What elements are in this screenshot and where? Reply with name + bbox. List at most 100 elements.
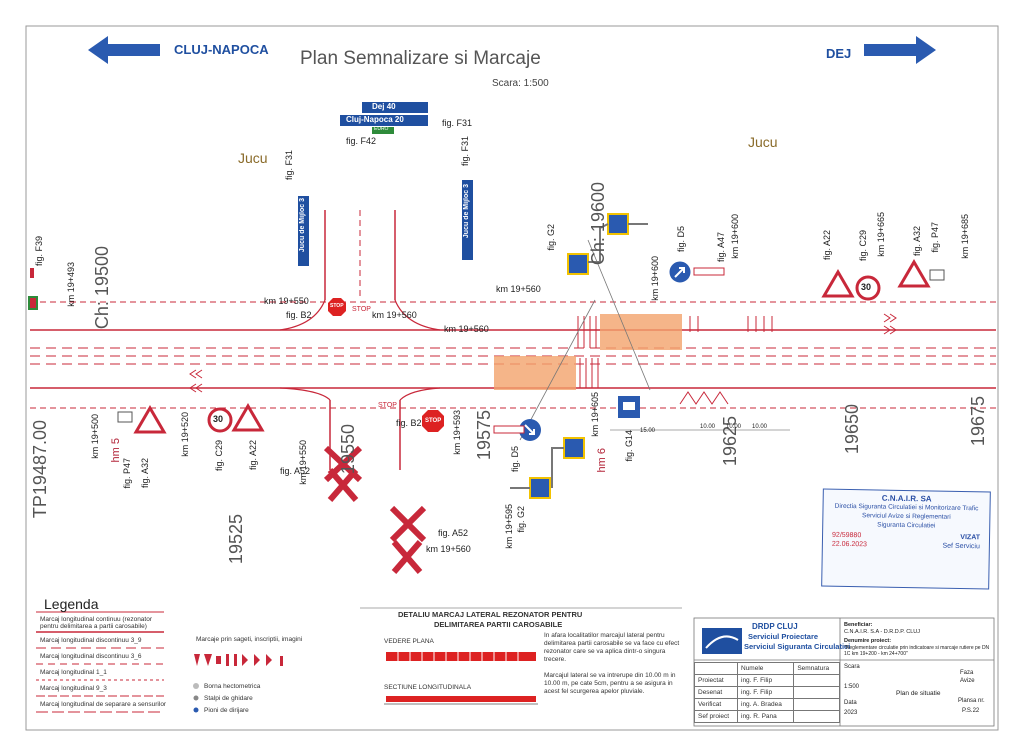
label-km19560b: km 19+560 bbox=[444, 324, 489, 334]
sign-dej-text: Dej 40 bbox=[372, 102, 396, 111]
detail-text-2: Marcajul lateral se va intrerupe din 10.… bbox=[544, 672, 676, 695]
detail-plan: VEDERE PLANA bbox=[384, 638, 434, 645]
label-f31b: fig. F31 bbox=[284, 150, 294, 181]
stop-marking-north: STOP bbox=[352, 306, 371, 313]
col-nume: Numele bbox=[736, 662, 795, 675]
dim-15: 15.00 bbox=[640, 428, 656, 434]
label-c29a: fig. C29 bbox=[858, 230, 868, 262]
label-a32b: fig. A32 bbox=[140, 458, 150, 489]
org-dept-1: Serviciul Proiectare bbox=[748, 632, 819, 641]
stamp-vizat: VIZAT bbox=[960, 533, 981, 542]
arrow-right-icon bbox=[864, 36, 936, 64]
legend-item-4: Marcaj longitudinal 1_1 bbox=[40, 669, 107, 676]
label-km19600a: km 19+600 bbox=[650, 256, 660, 301]
label-d5b: fig. D5 bbox=[510, 446, 520, 473]
org-name: DRDP CLUJ bbox=[752, 622, 798, 631]
legend-item-1: Marcaj longitudinal continuu (rezonator … bbox=[40, 616, 153, 630]
sign-jucu-2-icon bbox=[462, 180, 473, 260]
proiect-label: Denumire proiect: bbox=[844, 638, 892, 644]
sign-a52-1-icon bbox=[323, 445, 363, 502]
speed-limit-south: 30 bbox=[213, 414, 224, 424]
sign-jucu-2-text: Jucu de Mijloc 3 bbox=[463, 184, 470, 239]
sign-g2-south-2-icon bbox=[529, 477, 551, 499]
label-b2b: fig. B2 bbox=[396, 418, 422, 428]
sign-euro-text: EURO bbox=[374, 126, 389, 132]
speed-limit-north: 30 bbox=[861, 282, 872, 292]
scale-label: Scara: 1:500 bbox=[492, 78, 549, 89]
legend-stalpi: Stalpi de ghidare bbox=[204, 695, 253, 702]
label-km19493: km 19+493 bbox=[66, 262, 76, 307]
hectometer-5: hm 5 bbox=[110, 438, 122, 463]
faza-value: Avize bbox=[960, 678, 975, 684]
label-p47b: fig. P47 bbox=[122, 458, 132, 489]
sign-a52-2-icon bbox=[389, 505, 427, 574]
scara-label: Scara bbox=[844, 664, 860, 670]
topo-point: TP19487.00 bbox=[30, 420, 50, 519]
place-right: Jucu bbox=[748, 134, 778, 150]
label-km19550b: km 19+550 bbox=[298, 440, 308, 485]
data-label: Data bbox=[844, 700, 857, 706]
sign-jucu-1-icon bbox=[298, 196, 309, 266]
label-f31a: fig. F31 bbox=[442, 118, 473, 128]
legend-item-3: Marcaj longitudinal discontinuu 3_6 bbox=[40, 653, 142, 660]
stamp-sef: Sef Serviciu bbox=[942, 542, 980, 551]
label-km19605: km 19+605 bbox=[590, 392, 600, 437]
crossing-south bbox=[494, 356, 576, 390]
sign-a32-north bbox=[897, 259, 945, 288]
chainage-19600: Ch: 19600 bbox=[588, 182, 608, 266]
label-km19600b: km 19+600 bbox=[730, 214, 740, 259]
label-km19520: km 19+520 bbox=[180, 412, 190, 457]
arrow-left-icon bbox=[88, 36, 160, 64]
plansa-value: P.S.22 bbox=[962, 708, 980, 714]
stamp-date: 22.06.2023 bbox=[831, 540, 868, 549]
chainage-19500: Ch: 19500 bbox=[92, 246, 112, 330]
detail-text-1: In afara localitatilor marcajul lateral … bbox=[544, 632, 680, 663]
sign-g2-north-2-icon bbox=[567, 253, 589, 275]
label-km19560a: km 19+560 bbox=[372, 310, 417, 320]
route-sign-icon bbox=[30, 298, 36, 308]
chainage-19575: 19575 bbox=[474, 410, 494, 461]
legend-pioni: Pioni de dirijare bbox=[204, 707, 249, 714]
label-km19593: km 19+593 bbox=[452, 410, 462, 455]
chainage-19525: 19525 bbox=[226, 514, 246, 565]
hectometer-6: hm 6 bbox=[596, 448, 608, 473]
direction-right-label: DEJ bbox=[826, 46, 852, 61]
label-km19550a: km 19+550 bbox=[264, 296, 309, 306]
sign-jucu-1-text: Jucu de Mijloc 3 bbox=[299, 198, 306, 253]
proiect: "Reglementare circulatie prin indicatoar… bbox=[844, 645, 990, 657]
label-km19500: km 19+500 bbox=[90, 414, 100, 459]
label-f39: fig. F39 bbox=[34, 236, 44, 267]
legend-item-5: Marcaj longitudinal 9_3 bbox=[40, 685, 107, 692]
sign-g2-north-1-icon bbox=[607, 213, 629, 235]
sign-dej-icon bbox=[362, 102, 428, 113]
place-left: Jucu bbox=[238, 150, 268, 166]
detail-title-2: DELIMITAREA PARTII CAROSABILE bbox=[434, 620, 563, 629]
beneficiar: C.N.A.I.R. S.A - D.R.D.P. CLUJ bbox=[844, 629, 920, 635]
label-p47a: fig. P47 bbox=[930, 222, 940, 253]
label-c29b: fig. C29 bbox=[214, 440, 224, 472]
stop-marking-south: STOP bbox=[378, 402, 397, 409]
sign-cluj-icon bbox=[340, 115, 428, 126]
label-f42: fig. F42 bbox=[346, 136, 377, 146]
sign-a22-north bbox=[821, 269, 855, 298]
legend-item-2: Marcaj longitudinal discontinuu 3_9 bbox=[40, 637, 142, 644]
label-a22b: fig. A22 bbox=[248, 440, 258, 471]
drdp-logo-icon bbox=[702, 628, 742, 654]
plan-type: Plan de situatie bbox=[896, 690, 941, 697]
page-title: Plan Semnalizare si Marcaje bbox=[300, 48, 541, 69]
sign-a22-south bbox=[231, 403, 265, 432]
label-g2a: fig. G2 bbox=[546, 224, 556, 251]
data-value: 2023 bbox=[844, 710, 858, 716]
dim-10a: 10.00 bbox=[700, 424, 716, 430]
dim-10b: 10.00 bbox=[726, 424, 742, 430]
col-semn: Semnatura bbox=[793, 662, 840, 675]
chainage-19550: 19550 bbox=[338, 424, 358, 475]
chainage-19675: 19675 bbox=[968, 396, 988, 447]
sign-c29-north bbox=[855, 275, 881, 301]
sign-g2-south-1-icon bbox=[563, 437, 585, 459]
